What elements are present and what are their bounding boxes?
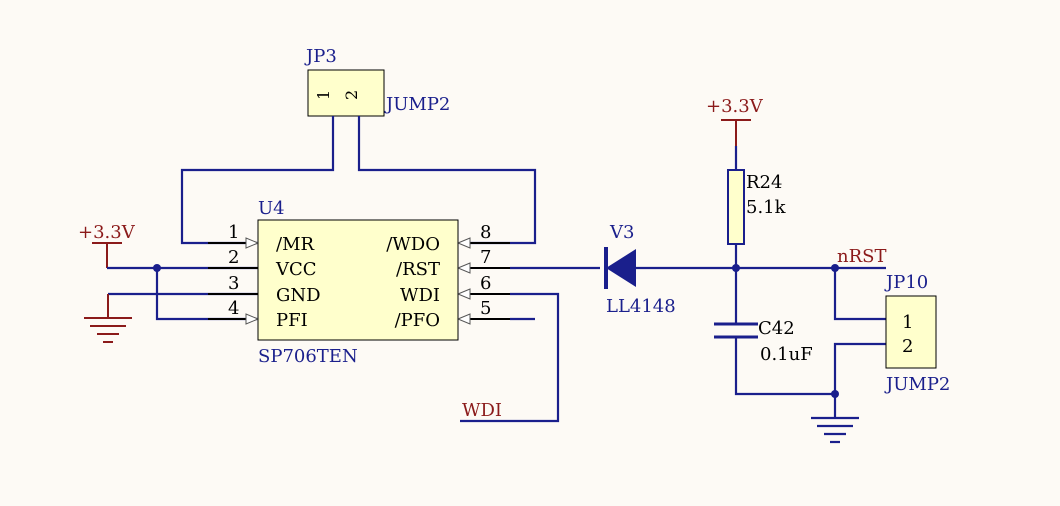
u4-pin4-name: PFI: [276, 310, 308, 331]
u4-pin2-name: VCC: [275, 259, 317, 280]
jp3-value: JUMP2: [384, 94, 450, 115]
u4-pin7-name: /RST: [396, 259, 440, 280]
u4-pin1-num: 1: [228, 222, 239, 243]
v3-diode[interactable]: V3 LL4148: [604, 222, 736, 317]
power-label-left: +3.3V: [78, 222, 136, 243]
junction-vcc: [153, 264, 161, 272]
c42-designator: C42: [758, 318, 795, 339]
jp3-designator: JP3: [304, 46, 337, 67]
u4-pin2-num: 2: [228, 247, 239, 268]
jp10-pin2-num: 2: [902, 336, 913, 357]
v3-value: LL4148: [606, 296, 676, 317]
wire-c42-gnd: [734, 337, 835, 396]
power-port-right: +3.3V: [706, 96, 764, 146]
u4-pin6-num: 6: [480, 273, 491, 294]
jp3-pin1-num: 1: [314, 90, 333, 100]
jp10-jumper[interactable]: JP10 JUMP2 1 2: [884, 272, 950, 395]
r24-value: 5.1k: [746, 197, 787, 218]
r24-designator: R24: [746, 172, 782, 193]
wire-wdi: [460, 292, 560, 423]
u4-pin8-num: 8: [480, 222, 491, 243]
power-port-left: +3.3V: [78, 222, 136, 268]
c42-capacitor[interactable]: C42 0.1uF: [714, 318, 813, 365]
u4-pin3-name: GND: [276, 285, 321, 306]
u4-pin5-num: 5: [480, 298, 491, 319]
u4-pin5-name: /PFO: [395, 310, 440, 331]
u4-pin6-name: WDI: [400, 285, 440, 306]
u4-designator: U4: [258, 198, 285, 219]
power-label-right: +3.3V: [706, 96, 764, 117]
u4-pin1-name: /MR: [276, 234, 314, 255]
jp3-jumper[interactable]: JP3 JUMP2 1 2: [304, 46, 450, 117]
jp10-value: JUMP2: [884, 374, 950, 395]
u4-pin3-num: 3: [228, 273, 239, 294]
ground-symbol-right: [811, 394, 859, 444]
u4-pin8-name: /WDO: [386, 234, 440, 255]
ground-symbol-left: [84, 294, 132, 343]
v3-designator: V3: [609, 222, 634, 243]
wire-jp10-pin2: [833, 342, 886, 394]
u4-part: SP706TEN: [258, 346, 358, 367]
u4-ic[interactable]: U4 SP706TEN 1 2 3 4 /MR VCC GND PFI 8 7 …: [208, 198, 510, 367]
wire-jp10-pin1: [833, 268, 886, 321]
jp10-designator: JP10: [884, 272, 928, 293]
net-label-nrst: nRST: [837, 246, 886, 267]
c42-value: 0.1uF: [760, 344, 813, 365]
u4-pin7-num: 7: [480, 247, 491, 268]
jp10-pin1-num: 1: [902, 312, 913, 333]
u4-pin4-num: 4: [228, 298, 239, 319]
jp3-pin2-num: 2: [342, 90, 361, 100]
net-label-wdi: WDI: [462, 400, 502, 421]
r24-resistor[interactable]: R24 5.1k: [727, 169, 787, 245]
wire-jp3-pin1-mr: [180, 116, 335, 245]
